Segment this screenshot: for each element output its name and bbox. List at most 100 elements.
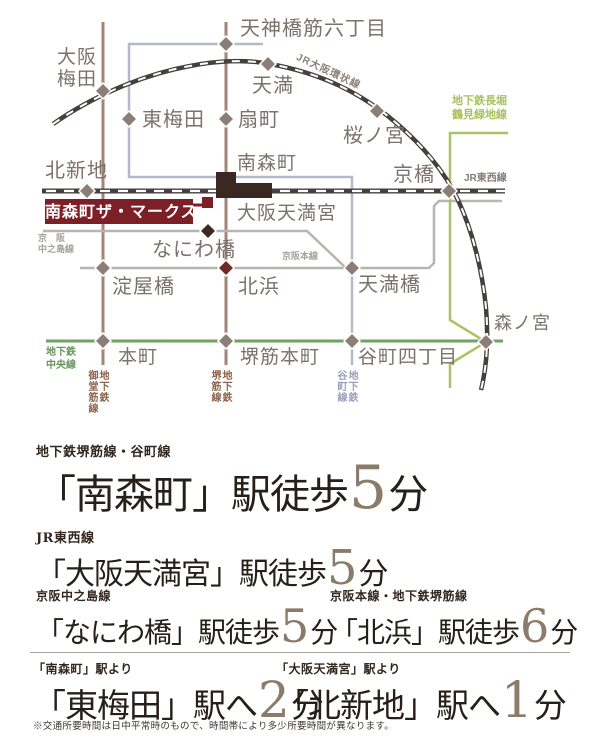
access-minutes: 5	[349, 453, 388, 523]
station-markers	[77, 34, 496, 352]
station-block-minamimorimachi	[216, 172, 272, 198]
station-label-osaka: 大阪	[57, 46, 98, 68]
access-station-text: 「北新地」駅へ	[276, 686, 501, 725]
station-label-morinomiya: 森ノ宮	[494, 313, 551, 334]
access-unit: 分	[290, 686, 324, 725]
marker-temma	[258, 54, 278, 74]
marker-higashi-umeda	[119, 109, 139, 129]
line-label-keihan-nakanoshima-line2: 中之島線	[38, 244, 75, 255]
marker-osaka-umeda	[93, 81, 113, 101]
access-unit: 分	[388, 472, 428, 518]
property-name-box: 南森町ザ・マークス	[45, 199, 197, 224]
marker-yodoyabashi	[93, 258, 113, 278]
station-label-kitahama: 北浜	[238, 274, 280, 298]
divider	[30, 652, 570, 653]
access-minutes: 5	[327, 540, 358, 596]
line-label-nagahori: 地下鉄長堀鶴見緑地線	[452, 95, 507, 123]
access-from-label: 「大阪天満宮」駅より	[276, 662, 401, 676]
marker-ogimachi	[216, 109, 236, 129]
marker-kitashinchi	[77, 181, 97, 201]
access-line-label: 京阪中之島線	[36, 589, 112, 603]
route-map: 南森町ザ・マークス 大阪梅田 天神橋筋六丁目 天満 東梅田 扇町 桜ノ宮 北新地…	[38, 16, 551, 415]
access-from-label: 「南森町」駅より	[33, 662, 133, 676]
station-label-hommachi: 本町	[118, 346, 159, 368]
station-label-tanimachi4: 谷町四丁目	[358, 346, 459, 368]
station-label-naniwabashi: なにわ橋	[152, 237, 236, 261]
marker-kyobashi	[439, 181, 459, 201]
marker-hommachi	[93, 331, 113, 351]
access-minutes: 1	[501, 671, 533, 729]
line-label-nagahori-line2: 鶴見緑地線	[452, 108, 507, 121]
line-label-keihan-main: 京阪本線	[282, 251, 319, 261]
access-station-text: 「南森町」駅徒歩	[36, 472, 349, 518]
access-minutes: 6	[520, 599, 550, 653]
line-label-keihan-nakanoshima-line1: 京阪	[38, 233, 75, 243]
access-line-label: 地下鉄堺筋線・谷町線	[36, 445, 172, 460]
station-label-kyobashi: 京橋	[393, 162, 435, 186]
station-label-osaka-umeda: 大阪梅田	[57, 46, 98, 91]
access-station-text: 「北浜」駅徒歩	[330, 616, 520, 649]
station-label-tenjimbashisuji6: 天神橋筋六丁目	[240, 16, 387, 40]
marker-tanimachi4	[342, 331, 362, 351]
route-map-canvas	[42, 22, 508, 391]
line-label-tanimachi-col1: 地下鉄	[346, 370, 357, 403]
access-station-text: 「東梅田」駅へ	[33, 686, 258, 725]
station-label-higashi-umeda: 東梅田	[142, 107, 205, 131]
line-label-sakaisuji-vertical: 地下鉄堺筋線	[209, 370, 231, 403]
station-label-yodoyabashi: 淀屋橋	[112, 274, 175, 298]
line-label-keihan-nakanoshima: 京阪中之島線	[38, 233, 74, 256]
line-label-tanimachi-col2: 谷町線	[335, 370, 346, 403]
station-label-minamimorimachi: 南森町	[237, 152, 298, 174]
line-label-nagahori-line1: 地下鉄長堀	[452, 95, 507, 107]
station-label-osakatemmangu: 大阪天満宮	[237, 202, 338, 224]
access-note: ※交通所要時間は日中平常時のもので、時間帯により多少所要時間が異なります。	[33, 721, 395, 732]
line-jr-osaka-loop-dashes	[52, 60, 489, 391]
station-label-sakaisujihommachi: 堺筋本町	[240, 346, 321, 368]
station-label-umeda: 梅田	[57, 67, 98, 90]
access-line-label: 京阪本線・地下鉄堺筋線	[330, 589, 468, 603]
station-label-sakuranomiya: 桜ノ宮	[343, 123, 406, 147]
marker-naniwabashi	[198, 221, 218, 241]
line-label-chuo-line2: 中央線	[46, 359, 76, 371]
access-unit: 分	[310, 616, 338, 649]
marker-kitahama	[216, 258, 236, 278]
marker-sakaisujihommachi	[216, 331, 236, 351]
access-line-label: JR東西線	[36, 531, 95, 546]
line-label-chuo: 地下鉄中央線	[46, 347, 76, 372]
line-label-tanimachi-vertical: 地下鉄谷町線	[335, 370, 357, 403]
marker-sakuranomiya	[367, 101, 387, 121]
line-label-chuo-line1: 地下鉄	[46, 347, 76, 358]
access-station-text: 「なにわ橋」駅徒歩	[36, 616, 280, 649]
station-label-ogimachi: 扇町	[238, 107, 280, 131]
access-unit: 分	[358, 557, 389, 592]
marker-morinomiya	[476, 332, 496, 352]
station-label-temmabashi: 天満橋	[358, 272, 421, 296]
line-label-midosuji-col2: 御堂筋線	[86, 370, 97, 414]
line-label-midosuji-col1: 地下鉄	[97, 370, 108, 403]
line-label-midosuji-vertical: 地下鉄御堂筋線	[86, 370, 108, 414]
line-keihan-nakanoshima	[43, 229, 347, 269]
line-label-jr-tozai: JR東西線	[464, 173, 507, 184]
access-minutes: 5	[280, 599, 310, 653]
marker-tenjimbashisuji6	[216, 34, 236, 54]
access-unit: 分	[533, 686, 567, 725]
line-label-sakaisuji-col2: 堺筋線	[209, 370, 220, 403]
marker-temmabashi	[342, 258, 362, 278]
line-tanimachi	[127, 42, 354, 365]
line-nagahori-tsurumiryokuchi	[448, 131, 508, 388]
access-minutes: 2	[258, 671, 290, 729]
access-station-text: 「大阪天満宮」駅徒歩	[36, 557, 327, 592]
